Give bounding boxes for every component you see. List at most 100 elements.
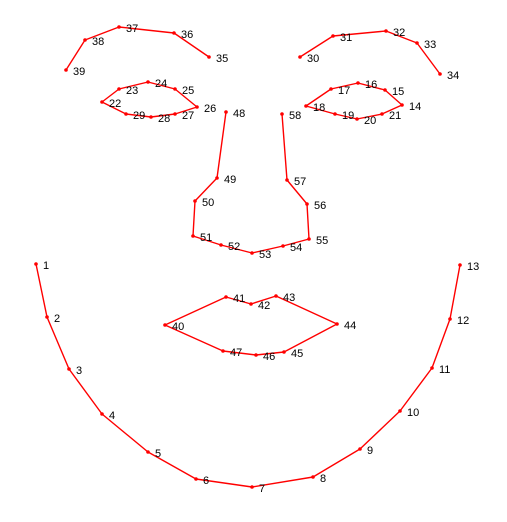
landmark-label-5: 5 (155, 448, 161, 460)
landmark-point-8 (311, 475, 315, 479)
landmark-label-48: 48 (233, 108, 245, 120)
landmark-label-56: 56 (314, 200, 326, 212)
landmark-label-43: 43 (283, 292, 295, 304)
landmark-label-19: 19 (342, 110, 354, 122)
landmark-point-11 (430, 366, 434, 370)
landmark-label-3: 3 (76, 365, 82, 377)
landmark-label-38: 38 (92, 36, 104, 48)
landmark-point-17 (329, 87, 333, 91)
landmark-label-10: 10 (407, 407, 419, 419)
landmark-point-43 (274, 294, 278, 298)
landmark-label-17: 17 (338, 85, 350, 97)
landmark-point-52 (219, 243, 223, 247)
landmark-point-16 (356, 81, 360, 85)
landmark-point-58 (280, 112, 284, 116)
landmark-point-47 (221, 349, 225, 353)
landmark-point-32 (384, 29, 388, 33)
landmark-points (34, 25, 462, 489)
landmark-label-2: 2 (54, 313, 60, 325)
landmark-label-16: 16 (365, 79, 377, 91)
landmark-label-24: 24 (155, 78, 167, 90)
landmark-point-53 (250, 251, 254, 255)
landmark-label-50: 50 (202, 197, 214, 209)
landmark-label-46: 46 (263, 351, 275, 363)
landmark-label-54: 54 (290, 242, 302, 254)
landmark-point-37 (117, 25, 121, 29)
landmark-point-12 (448, 317, 452, 321)
landmark-point-42 (249, 302, 253, 306)
landmark-label-18: 18 (313, 102, 325, 114)
landmark-point-20 (355, 117, 359, 121)
landmark-label-8: 8 (320, 473, 326, 485)
landmark-label-26: 26 (204, 103, 216, 115)
landmark-point-48 (224, 110, 228, 114)
landmark-point-38 (83, 38, 87, 42)
landmark-label-49: 49 (224, 174, 236, 186)
landmark-label-34: 34 (447, 70, 459, 82)
landmark-point-49 (215, 176, 219, 180)
landmark-label-35: 35 (216, 53, 228, 65)
landmark-label-32: 32 (393, 27, 405, 39)
landmark-label-7: 7 (259, 483, 265, 495)
landmark-point-5 (146, 450, 150, 454)
landmark-label-23: 23 (126, 85, 138, 97)
landmark-point-28 (149, 115, 153, 119)
landmark-label-14: 14 (409, 101, 421, 113)
landmark-label-47: 47 (230, 347, 242, 359)
landmark-label-45: 45 (291, 348, 303, 360)
landmark-point-57 (285, 178, 289, 182)
landmark-label-27: 27 (182, 110, 194, 122)
landmark-point-33 (415, 41, 419, 45)
landmark-point-45 (282, 350, 286, 354)
landmark-point-9 (358, 447, 362, 451)
landmark-point-10 (398, 409, 402, 413)
landmark-point-30 (298, 55, 302, 59)
landmark-label-21: 21 (389, 110, 401, 122)
landmark-point-35 (207, 55, 211, 59)
landmark-label-12: 12 (457, 315, 469, 327)
left-eyebrow-line (299, 30, 441, 75)
landmark-point-13 (458, 263, 462, 267)
landmark-point-15 (383, 88, 387, 92)
landmark-point-18 (304, 104, 308, 108)
landmark-point-22 (100, 100, 104, 104)
landmark-point-46 (254, 353, 258, 357)
landmark-point-27 (173, 112, 177, 116)
landmark-label-40: 40 (172, 321, 184, 333)
landmark-point-41 (224, 295, 228, 299)
landmark-label-55: 55 (316, 235, 328, 247)
landmark-label-22: 22 (109, 98, 121, 110)
landmark-label-57: 57 (294, 176, 306, 188)
landmark-label-51: 51 (200, 232, 212, 244)
landmark-label-44: 44 (344, 320, 356, 332)
landmark-point-19 (333, 112, 337, 116)
landmark-point-2 (45, 315, 49, 319)
landmark-point-39 (64, 68, 68, 72)
landmark-point-23 (117, 87, 121, 91)
landmark-point-25 (173, 87, 177, 91)
landmark-point-50 (193, 199, 197, 203)
jaw-line-line (35, 263, 461, 488)
landmark-point-7 (250, 485, 254, 489)
landmark-point-29 (124, 112, 128, 116)
landmark-label-53: 53 (259, 249, 271, 261)
landmark-label-11: 11 (439, 364, 450, 376)
landmark-point-26 (195, 105, 199, 109)
landmark-label-25: 25 (182, 85, 194, 97)
landmark-point-34 (438, 72, 442, 76)
landmark-label-52: 52 (228, 241, 240, 253)
landmark-label-31: 31 (340, 32, 352, 44)
landmark-point-44 (335, 322, 339, 326)
landmark-label-4: 4 (109, 410, 115, 422)
landmark-point-54 (281, 244, 285, 248)
landmark-point-24 (146, 80, 150, 84)
landmark-label-9: 9 (367, 445, 373, 457)
landmark-point-55 (307, 237, 311, 241)
landmark-label-20: 20 (364, 115, 376, 127)
landmark-label-36: 36 (181, 29, 193, 41)
landmark-label-39: 39 (73, 66, 85, 78)
landmark-label-1: 1 (43, 260, 49, 272)
